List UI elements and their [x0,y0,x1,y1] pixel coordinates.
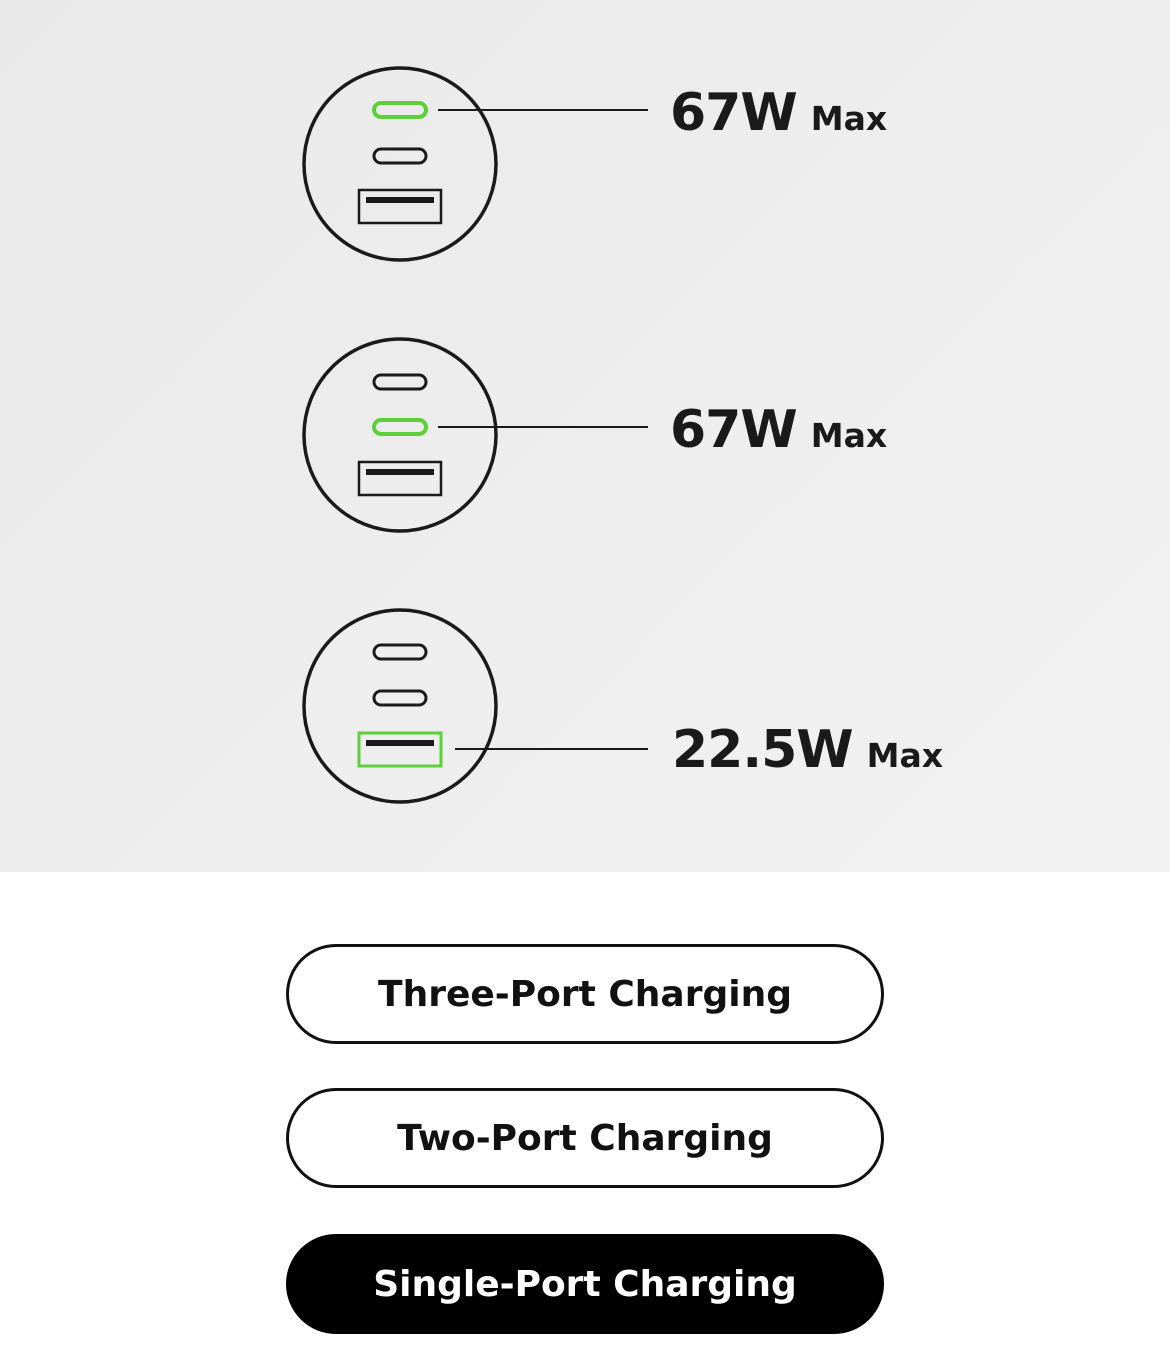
wattage-value: 67W [670,400,798,460]
port-config-2 [302,337,648,533]
usb-a-port-tongue [366,197,434,203]
charger-face [302,608,498,804]
usb-c-port-1 [372,643,428,661]
port-config-1 [302,66,648,262]
usb-c-port-1-active [372,101,428,119]
charging-mode-selector: Three-Port Charging Two-Port Charging Si… [0,872,1170,1363]
port-diagram [302,66,648,804]
wattage-value: 67W [670,83,798,143]
usb-a-port-tongue [366,469,434,475]
wattage-suffix: Max [866,736,944,775]
two-port-charging-button[interactable]: Two-Port Charging [286,1088,884,1188]
charger-face [302,66,498,262]
usb-c-port-2 [372,689,428,707]
usb-c-port-1 [372,373,428,391]
usb-a-port-active [357,731,443,768]
usb-c-port-2 [372,147,428,165]
wattage-value: 22.5W [672,720,854,780]
wattage-suffix: Max [810,416,888,455]
port-config-3 [302,608,648,804]
three-port-charging-button[interactable]: Three-Port Charging [286,944,884,1044]
usb-a-port-tongue [366,740,434,746]
usb-a-port [357,460,443,497]
usb-a-port [357,188,443,225]
charger-face [302,337,498,533]
wattage-suffix: Max [810,99,888,138]
usb-c-port-2-active [372,418,428,436]
single-port-charging-button[interactable]: Single-Port Charging [286,1234,884,1334]
